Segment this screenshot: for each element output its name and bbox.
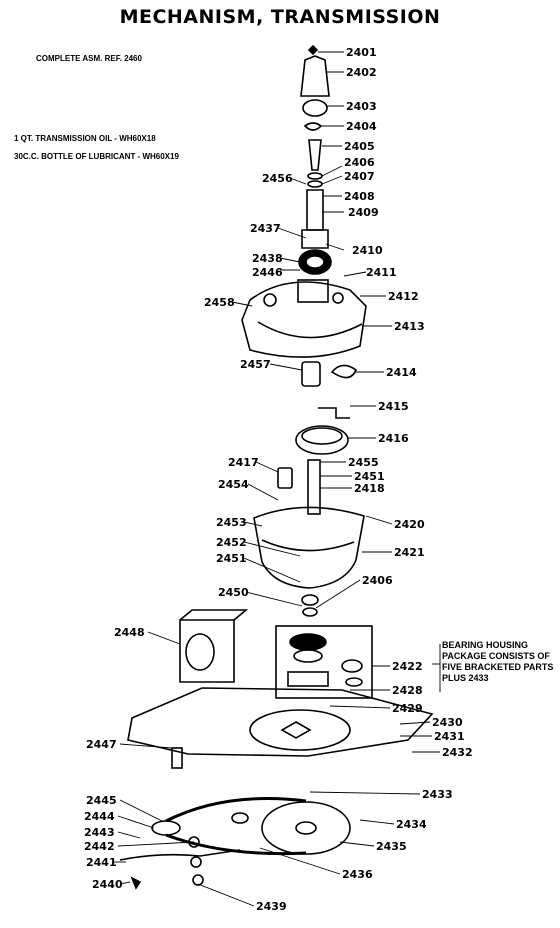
part-label: 2433 [422, 788, 453, 801]
part-label: 2406 [362, 574, 393, 587]
main-gear-shape [295, 425, 349, 455]
part-label: 2404 [346, 120, 377, 133]
part-label: 2408 [344, 190, 375, 203]
part-label: 2431 [434, 730, 465, 743]
part-label: 2432 [442, 746, 473, 759]
mounting-plate-shape [127, 687, 434, 757]
part-label: 2413 [394, 320, 425, 333]
bracket-shape [171, 747, 183, 769]
part-label: 2405 [344, 140, 375, 153]
part-label: 2422 [392, 660, 423, 673]
part-label: 2446 [252, 266, 283, 279]
part-label: 2440 [92, 878, 123, 891]
part-label: 2448 [114, 626, 145, 639]
part-label: 2457 [240, 358, 271, 371]
part-label: 2409 [348, 206, 379, 219]
part-label: 2454 [218, 478, 249, 491]
part-label: 2437 [250, 222, 281, 235]
part-label: 2414 [386, 366, 417, 379]
center-shaft-shape [307, 459, 321, 515]
splined-shaft-shape [306, 189, 324, 231]
part-label: 2420 [394, 518, 425, 531]
diagram-title: MECHANISM, TRANSMISSION [119, 6, 441, 28]
part-label: 2445 [86, 794, 117, 807]
part-label: 2403 [346, 100, 377, 113]
part-label: 2406 [344, 156, 375, 169]
part-label: 2455 [348, 456, 379, 469]
part-label: 2416 [378, 432, 409, 445]
part-label: 2410 [352, 244, 383, 257]
part-label: 2458 [204, 296, 235, 309]
bearing-package-frame [275, 625, 373, 699]
part-label: 2434 [396, 818, 427, 831]
part-label: 2429 [392, 702, 423, 715]
transmission-pulley-shape [261, 801, 351, 855]
part-label: 2439 [256, 900, 287, 913]
part-label: 2428 [392, 684, 423, 697]
shaft-top-shape [308, 139, 322, 171]
clip-shape [303, 122, 323, 131]
part-label: 2443 [84, 826, 115, 839]
part-label: 2430 [432, 716, 463, 729]
part-label: 2436 [342, 868, 373, 881]
crank-arm-shape [318, 407, 350, 419]
part-label: 2402 [346, 66, 377, 79]
part-label: 2411 [366, 266, 397, 279]
motor-pulley-shape [151, 820, 181, 836]
part-label: 2435 [376, 840, 407, 853]
part-number-labels: 2401 2402 2403 2404 2405 2406 2407 2456 … [84, 46, 473, 913]
lubricant-note: 30C.C. BOTTLE OF LUBRICANT - WH60X19 [14, 152, 179, 161]
part-label: 2401 [346, 46, 377, 59]
part-label: 2451 [216, 552, 247, 565]
part-label: 2438 [252, 252, 283, 265]
drive-belt-shape [165, 797, 307, 856]
part-label: 2421 [394, 546, 425, 559]
part-label: 2451 [354, 470, 385, 483]
cap-screw-shape [307, 44, 319, 56]
housing-cover-shape [241, 281, 367, 358]
complete-assembly-note: COMPLETE ASM. REF. 2460 [36, 54, 142, 63]
idler-arm-shape [119, 849, 241, 861]
small-gear-shape [277, 467, 293, 489]
part-label: 2450 [218, 586, 249, 599]
part-label: 2415 [378, 400, 409, 413]
leader-lines [112, 51, 441, 907]
part-shapes [119, 44, 434, 890]
bushing-shape [302, 99, 328, 117]
bearing-housing-note: BEARING HOUSING PACKAGE CONSISTS OF FIVE… [442, 640, 554, 683]
part-label: 2417 [228, 456, 259, 469]
part-label: 2418 [354, 482, 385, 495]
part-label: 2452 [216, 536, 247, 549]
transmission-oil-note: 1 QT. TRANSMISSION OIL - WH60X18 [14, 134, 156, 143]
part-label: 2456 [262, 172, 293, 185]
motor-shape [179, 619, 235, 683]
part-label: 2447 [86, 738, 117, 751]
agitator-cap-shape [300, 55, 330, 97]
part-label: 2444 [84, 810, 115, 823]
screw-shape [130, 876, 142, 890]
transmission-case-shape [253, 506, 365, 589]
part-label: 2441 [86, 856, 117, 869]
part-label: 2442 [84, 840, 115, 853]
part-label: 2412 [388, 290, 419, 303]
part-label: 2407 [344, 170, 375, 183]
cam-shape [330, 364, 357, 379]
pinion-shape [301, 361, 321, 387]
part-label: 2453 [216, 516, 247, 529]
